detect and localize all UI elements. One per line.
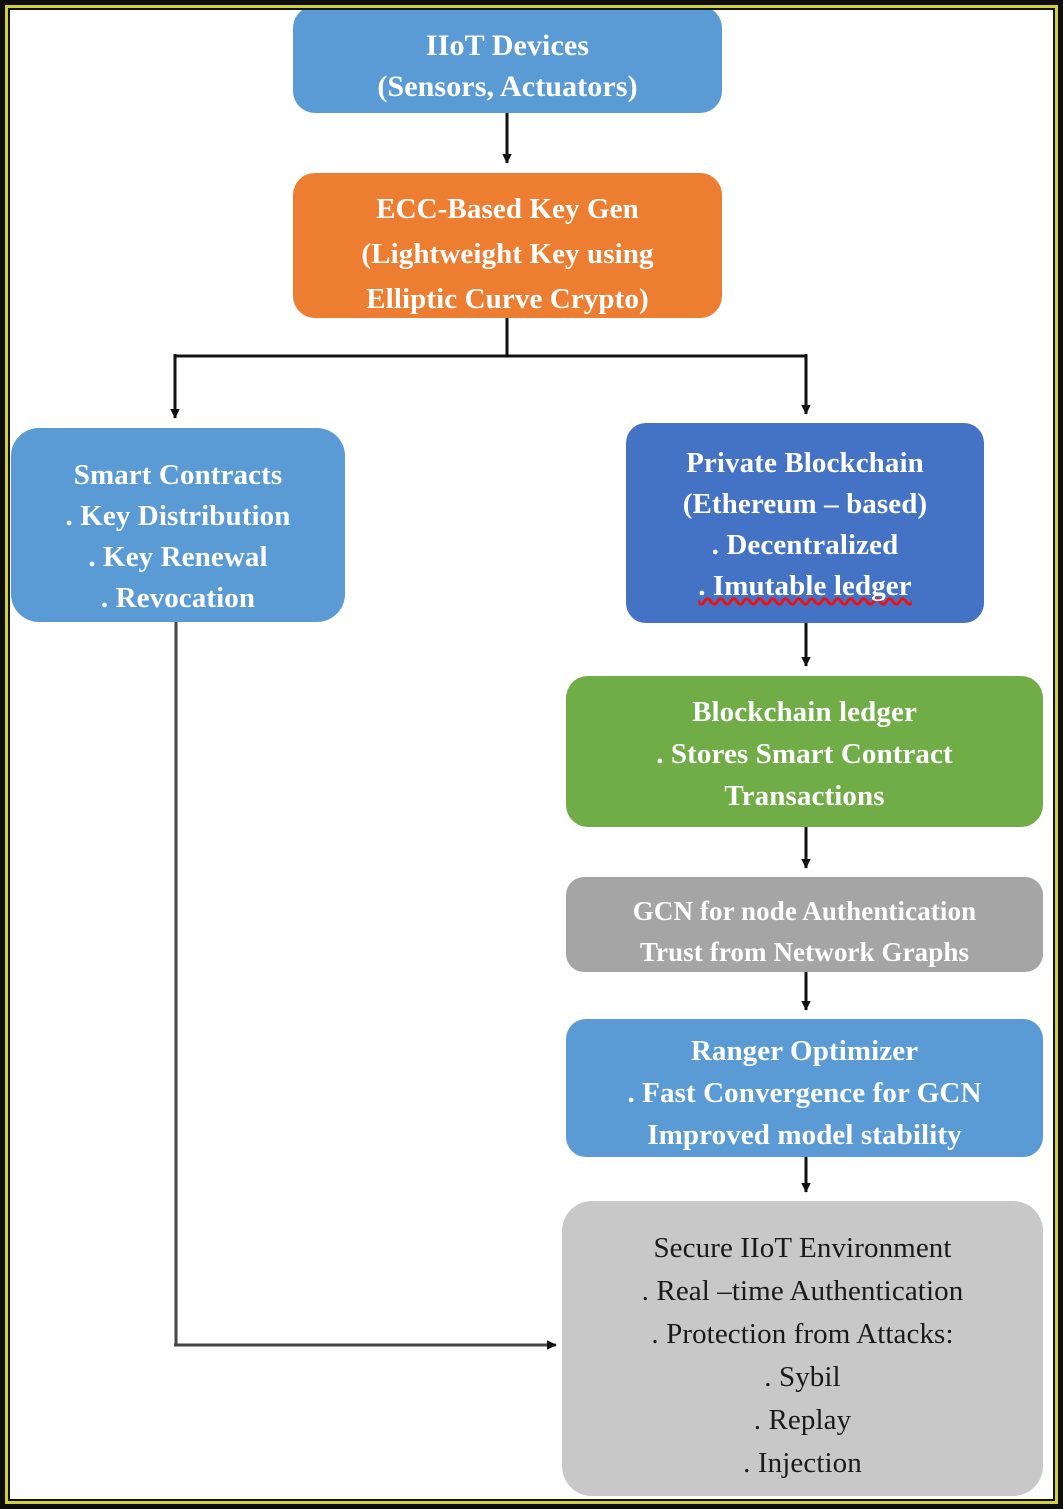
node-ranger-optimizer[interactable]: Ranger Optimizer . Fast Convergence for … xyxy=(566,1019,1043,1157)
node-line: . Protection from Attacks: xyxy=(651,1318,954,1350)
edge-smart-contracts-to-secure xyxy=(174,622,557,1350)
node-line: Smart Contracts xyxy=(73,459,283,491)
node-line: . Stores Smart Contract xyxy=(656,738,953,770)
node-line: Improved model stability xyxy=(647,1119,962,1151)
node-line: Elliptic Curve Crypto) xyxy=(366,283,649,315)
node-line: . Replay xyxy=(753,1404,852,1436)
node-line: . Revocation xyxy=(100,582,256,614)
node-line: Secure IIoT Environment xyxy=(653,1232,952,1264)
node-line: Private Blockchain xyxy=(686,447,924,479)
node-secure-iiot-environment[interactable]: Secure IIoT Environment . Real –time Aut… xyxy=(562,1201,1043,1496)
node-private-blockchain-text: Private Blockchain (Ethereum – based) . … xyxy=(626,423,984,607)
node-smart-contracts-text: Smart Contracts . Key Distribution . Key… xyxy=(11,428,345,619)
node-line: Blockchain ledger xyxy=(692,696,917,728)
node-line: GCN for node Authentication xyxy=(632,896,977,926)
node-line: IIoT Devices xyxy=(425,29,590,62)
node-smart-contracts[interactable]: Smart Contracts . Key Distribution . Key… xyxy=(11,428,345,622)
edge-ecc-branch xyxy=(170,318,811,419)
node-line: . Key Renewal xyxy=(88,541,268,573)
node-iiot-devices[interactable]: IIoT Devices (Sensors, Actuators) xyxy=(293,6,722,113)
node-ranger-optimizer-text: Ranger Optimizer . Fast Convergence for … xyxy=(566,1019,1043,1156)
node-line: (Sensors, Actuators) xyxy=(377,70,638,103)
node-line: . Real –time Authentication xyxy=(641,1275,964,1307)
node-line: Transactions xyxy=(724,780,885,812)
node-blockchain-ledger[interactable]: Blockchain ledger . Stores Smart Contrac… xyxy=(566,676,1043,827)
node-secure-iiot-environment-text: Secure IIoT Environment . Real –time Aut… xyxy=(562,1201,1043,1485)
node-line: (Ethereum – based) xyxy=(682,488,928,520)
node-line: ECC-Based Key Gen xyxy=(376,193,639,225)
node-line: . Key Distribution xyxy=(65,500,291,532)
node-gcn-authentication[interactable]: GCN for node Authentication Trust from N… xyxy=(566,877,1043,972)
node-line: . Sybil xyxy=(764,1361,841,1393)
node-iiot-devices-text: IIoT Devices (Sensors, Actuators) xyxy=(293,6,722,107)
node-blockchain-ledger-text: Blockchain ledger . Stores Smart Contrac… xyxy=(566,676,1043,817)
node-gcn-authentication-text: GCN for node Authentication Trust from N… xyxy=(566,877,1043,972)
node-ecc-based-key-gen[interactable]: ECC-Based Key Gen (Lightweight Key using… xyxy=(293,173,722,318)
node-line: . Decentralized xyxy=(711,529,899,561)
node-line: . Injection xyxy=(743,1447,862,1479)
node-private-blockchain[interactable]: Private Blockchain (Ethereum – based) . … xyxy=(626,423,984,623)
node-line: (Lightweight Key using xyxy=(361,238,654,270)
node-line-misspelled: . Imutable ledger xyxy=(698,570,912,602)
node-ecc-based-key-gen-text: ECC-Based Key Gen (Lightweight Key using… xyxy=(293,173,722,318)
node-line: . Fast Convergence for GCN xyxy=(627,1077,982,1109)
node-line: Ranger Optimizer xyxy=(690,1035,919,1067)
node-line: Trust from Network Graphs xyxy=(639,937,970,967)
